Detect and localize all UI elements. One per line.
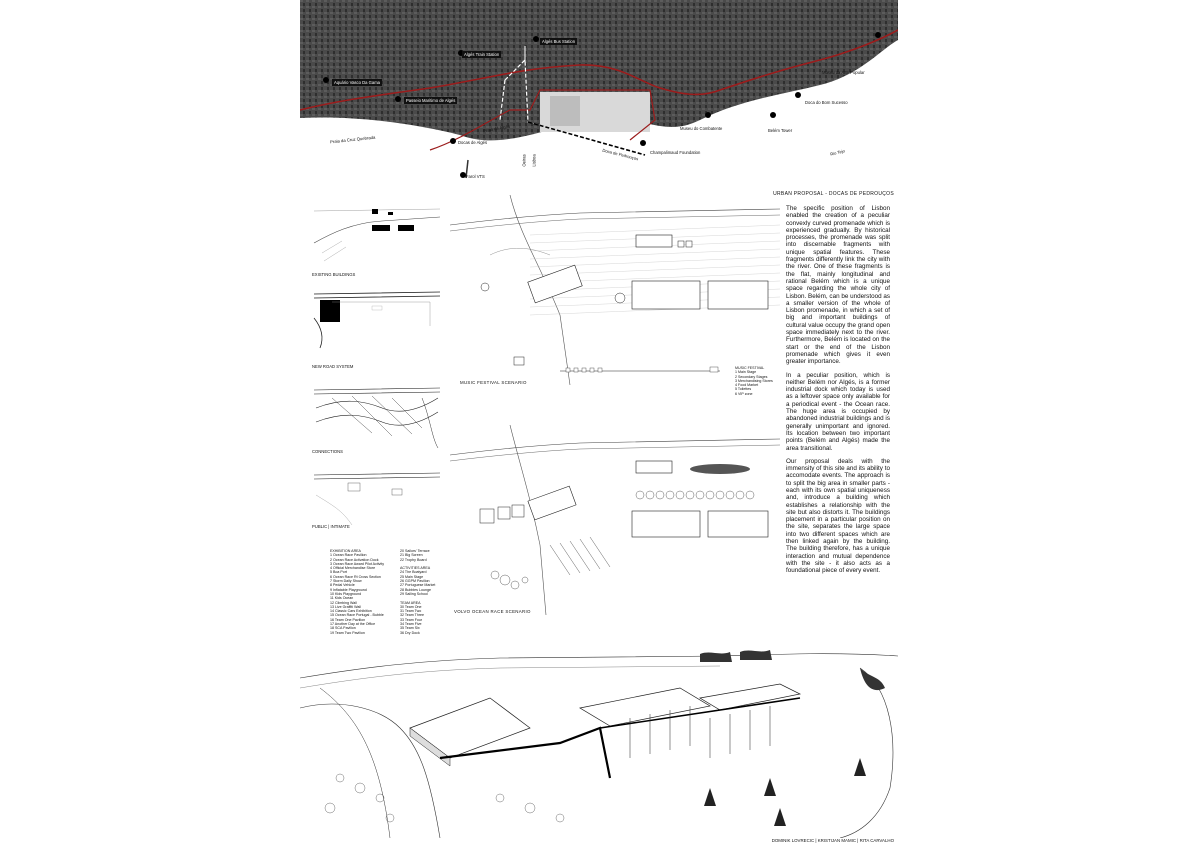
marker-dot	[770, 112, 776, 118]
thumb-new-road-system	[313, 291, 440, 349]
paragraph: In a peculiar position, which is neither…	[786, 371, 890, 452]
label-museu-combatente: Museu do Combatente	[680, 126, 723, 131]
thumb-label-connections: CONNECTIONS	[312, 449, 343, 454]
label-museu-arte: Museu da Arte Popular	[822, 70, 865, 75]
label-doca-bom-sucesso: Doca do Bom Sucesso	[805, 100, 848, 105]
marker-dot	[395, 96, 401, 102]
thumb-existing-buildings	[313, 208, 440, 262]
label-passeio: Passeio Maritimo de Algés	[404, 97, 458, 104]
label-belem-tower: Belém Tower	[768, 128, 793, 133]
plan-music-festival	[450, 195, 780, 385]
aerial-map-drawing	[300, 0, 898, 182]
label-oeiras: Oeiras	[521, 154, 527, 167]
thumb-connections	[313, 387, 440, 448]
aerial-map: Aquário Vasco Da Gama Algés Train Statio…	[300, 0, 898, 182]
legend-col-1: EXHIBITION AREA 1 Ocean Race Pavilion 2 …	[330, 549, 385, 635]
music-legend: MUSIC FESTIVAL 1 Main Stage 2 Secondary …	[735, 366, 773, 396]
plan-volvo-ocean-race	[450, 425, 780, 615]
label-docas-alges: Docas de Algés	[458, 140, 488, 145]
label-train-station: Algés Train Station	[462, 51, 502, 58]
label-champalimaud: Champalimaud Foundation	[650, 150, 701, 155]
marker-dot	[640, 140, 646, 146]
marker-dot	[795, 92, 801, 98]
credits: DOMINIK LOVRECIC | KRISTIJAN MAMIC | RIT…	[771, 838, 894, 843]
paragraph: The specific position of Lisbon enabled …	[786, 205, 890, 366]
label-bus-station: Algés Bus Station	[540, 38, 578, 45]
legend-col-2: 20 Sailors' Terrace 21 Big Screen 22 Tro…	[400, 549, 436, 635]
description-text: The specific position of Lisbon enabled …	[786, 205, 890, 581]
plan-label-music: MUSIC FESTIVAL SCENARIO	[460, 380, 527, 385]
header-title: URBAN PROPOSAL - DOCAS DE PEDROUÇOS	[773, 191, 894, 197]
thumb-label-road: NEW ROAD SYSTEM	[312, 364, 354, 369]
paragraph: Our proposal deals with the immensity of…	[786, 457, 890, 575]
marker-dot	[323, 77, 329, 83]
marker-dot	[875, 32, 881, 38]
thumb-public-intimate	[313, 472, 440, 526]
label-aquario: Aquário Vasco Da Gama	[332, 79, 383, 86]
label-lisboa: Lisboa	[531, 154, 537, 167]
marker-dot	[533, 36, 539, 42]
poster-sheet: Aquário Vasco Da Gama Algés Train Statio…	[300, 0, 898, 848]
isometric-drawing	[300, 650, 898, 838]
label-farol: Farol VTS	[466, 174, 485, 179]
marker-dot	[458, 50, 464, 56]
plan-label-volvo: VOLVO OCEAN RACE SCENARIO	[454, 609, 531, 614]
thumb-label-existing: EXISTING BUILDINGS	[312, 272, 356, 277]
marker-dot	[450, 138, 456, 144]
marker-dot	[460, 172, 466, 178]
thumb-label-public: PUBLIC | INTIMATE	[312, 524, 350, 529]
marker-dot	[705, 112, 711, 118]
